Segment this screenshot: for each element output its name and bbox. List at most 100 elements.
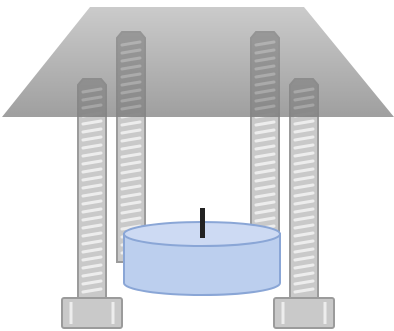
bolt-thread [293, 183, 315, 190]
bolt-thread [293, 255, 315, 262]
bolt-thread [254, 144, 276, 151]
bolt-thread [120, 64, 142, 71]
bolt-thread [254, 176, 276, 183]
bolt-thread [293, 199, 315, 206]
bolt-thread [81, 127, 103, 134]
bolt-thread [254, 216, 276, 223]
bolt-thread [254, 128, 276, 135]
bolt-thread [81, 159, 103, 166]
bolt-thread [81, 271, 103, 278]
bolt-thread [293, 287, 315, 294]
bolt-thread [293, 159, 315, 166]
bolt-thread [81, 87, 103, 94]
bolt-thread [120, 136, 142, 143]
bolt-thread [254, 64, 276, 71]
bolt-thread [120, 184, 142, 191]
bolt-thread [293, 87, 315, 94]
bolt-thread [81, 207, 103, 214]
bolt-thread [254, 120, 276, 127]
bolt-thread [120, 88, 142, 95]
bolt-thread [120, 192, 142, 199]
bolt-thread [254, 136, 276, 143]
bolt-thread [81, 239, 103, 246]
bolt-thread [254, 72, 276, 79]
bolt-thread [120, 144, 142, 151]
bolt-front-left-icon [61, 78, 123, 329]
bolt-thread [120, 56, 142, 63]
bolt-thread [293, 103, 315, 110]
bolt-overlap-part [116, 31, 146, 117]
bolt-thread [254, 88, 276, 95]
bolt-hex-head [61, 297, 123, 329]
bolt-thread [81, 255, 103, 262]
bolt-thread [254, 40, 276, 47]
bolt-thread [293, 247, 315, 254]
bolt-thread [81, 151, 103, 158]
candle-wick-icon [200, 208, 205, 238]
plate-icon [2, 7, 394, 117]
bolt-thread [81, 135, 103, 142]
bolt-thread [254, 200, 276, 207]
bolt-thread [293, 143, 315, 150]
bolt-thread [81, 247, 103, 254]
bolt-thread [120, 72, 142, 79]
bolt-thread [293, 223, 315, 230]
bolt-thread [81, 175, 103, 182]
bolt-thread [120, 80, 142, 87]
bolt-thread [120, 176, 142, 183]
bolt-thread [293, 119, 315, 126]
bolt-overlap-part [250, 31, 280, 117]
bolt-thread [81, 215, 103, 222]
bolt-thread [254, 104, 276, 111]
bolt-thread [254, 168, 276, 175]
bolt-thread [120, 40, 142, 47]
bolt-thread [293, 191, 315, 198]
bolt-thread [254, 208, 276, 215]
bolt-thread [293, 231, 315, 238]
bolt-thread [81, 167, 103, 174]
tealight-candle-icon [123, 208, 281, 296]
bolt-thread [120, 48, 142, 55]
bolt-thread [293, 127, 315, 134]
bolt-thread [120, 128, 142, 135]
bolt-thread [81, 143, 103, 150]
bolt-thread [81, 287, 103, 294]
bolt-thread [254, 80, 276, 87]
bolt-thread [120, 200, 142, 207]
bolt-overlap-part [289, 78, 319, 117]
bolt-thread [81, 103, 103, 110]
bolt-hex-head [273, 297, 335, 329]
bolt-thread [293, 239, 315, 246]
bolt-thread [293, 175, 315, 182]
bolt-thread [293, 167, 315, 174]
bolt-thread [81, 199, 103, 206]
bolt-thread [81, 279, 103, 286]
bolt-thread [120, 216, 142, 223]
bolt-thread [254, 184, 276, 191]
bolt-overlap-part [77, 78, 107, 117]
bolt-thread [81, 231, 103, 238]
bolt-thread [293, 207, 315, 214]
bolt-thread [293, 215, 315, 222]
bolt-thread [293, 263, 315, 270]
bolt-thread [254, 192, 276, 199]
bolt-thread [120, 120, 142, 127]
bolt-thread [293, 135, 315, 142]
candle-body [123, 233, 281, 296]
bolt-thread [120, 160, 142, 167]
bolt-thread [293, 271, 315, 278]
bolt-thread [81, 263, 103, 270]
bolt-thread [120, 152, 142, 159]
bolt-thread [81, 183, 103, 190]
bolt-thread [293, 279, 315, 286]
bolt-thread [81, 191, 103, 198]
bolt-thread [120, 96, 142, 103]
bolt-thread [254, 56, 276, 63]
bolt-thread [120, 104, 142, 111]
bolt-thread [293, 151, 315, 158]
bolt-thread [254, 48, 276, 55]
bolt-thread [254, 96, 276, 103]
bolt-thread [293, 95, 315, 102]
